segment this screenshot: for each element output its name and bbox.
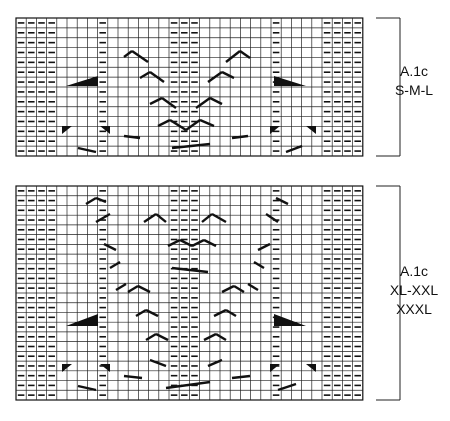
chart-bracket [376,17,401,157]
decrease-triangle [100,126,110,134]
chart-label-line: XXXL [396,301,432,317]
decrease-triangle [306,364,316,372]
cable-stroke [179,238,193,248]
cable-stroke [275,196,289,206]
chart-bracket [376,185,401,401]
cable-stroke [265,213,279,223]
decrease-triangle [306,126,316,134]
cable-stroke [169,118,187,132]
cable-stroke [149,96,163,106]
cable-stroke [85,196,97,206]
cable-stroke [247,282,259,292]
cable-stroke [285,144,303,154]
cable-stroke [211,212,227,224]
decrease-triangle [270,364,280,372]
cable-stroke [203,332,217,342]
chart-label-line: A.1c [400,63,428,79]
cable-stroke [191,238,205,248]
cable-stroke [171,266,209,274]
cable-stroke [103,242,117,252]
cable-stroke [277,382,297,392]
chart-grid [15,17,364,157]
cable-stroke [143,213,157,223]
decrease-triangle [62,364,72,372]
chart-symbols [17,190,361,396]
cable-stroke [77,146,97,154]
chart-symbols [17,22,361,154]
cable-stroke [239,50,251,59]
cable-stroke [199,118,215,128]
decrease-triangle [100,364,110,372]
cable-stroke [231,134,249,140]
cable-stroke [77,384,97,392]
cable-stroke [231,374,251,380]
cable-stroke [115,282,127,292]
cable-stroke [149,358,167,368]
cable-stroke [207,71,223,83]
cable-stroke [145,308,159,318]
cable-stroke [203,238,217,248]
cable-stroke [155,332,169,342]
cable-stroke [209,96,223,106]
chart-a1c-xl-xxl-xxxl: A.1c XL-XXL XXXL [15,185,438,401]
chart-label-line: A.1c [400,263,428,279]
cable-stroke [201,213,213,223]
cable-stroke [257,242,271,252]
cable-stroke [95,212,111,224]
decrease-triangle [62,126,72,134]
cable-stroke [135,308,147,318]
cable-stroke [165,380,211,390]
cable-stroke [221,284,235,294]
decrease-triangle [274,76,306,86]
cable-stroke [131,50,149,63]
cable-stroke [221,70,235,80]
cable-stroke [213,308,227,318]
decrease-triangle [66,314,98,326]
chart-label-line: XL-XXL [390,282,438,298]
cable-stroke [95,196,107,204]
cable-stroke [127,284,139,294]
decrease-triangle [274,314,306,326]
cable-stroke [139,70,151,80]
cable-stroke [149,71,165,83]
cable-stroke [123,134,141,140]
cable-stroke [137,284,151,294]
decrease-triangle [270,126,280,134]
cable-stroke [157,118,171,128]
chart-grid [15,185,364,401]
cable-stroke [145,332,157,342]
cable-stroke [207,358,223,368]
cable-stroke [155,213,167,223]
cable-stroke [123,374,143,380]
decrease-triangle [66,76,98,86]
chart-label-line: S-M-L [395,82,433,98]
cable-stroke [161,97,177,109]
cable-stroke [253,260,265,270]
cable-stroke [167,238,181,248]
cable-stroke [123,50,133,58]
cable-stroke [215,332,227,342]
cable-stroke [195,97,211,109]
cable-stroke [171,142,211,150]
cable-stroke [233,284,245,294]
cable-stroke [225,308,237,318]
chart-a1c-s-m-l: A.1c S-M-L [15,17,433,157]
cable-stroke [225,50,241,63]
cable-stroke [109,260,121,270]
cable-stroke [185,119,201,131]
